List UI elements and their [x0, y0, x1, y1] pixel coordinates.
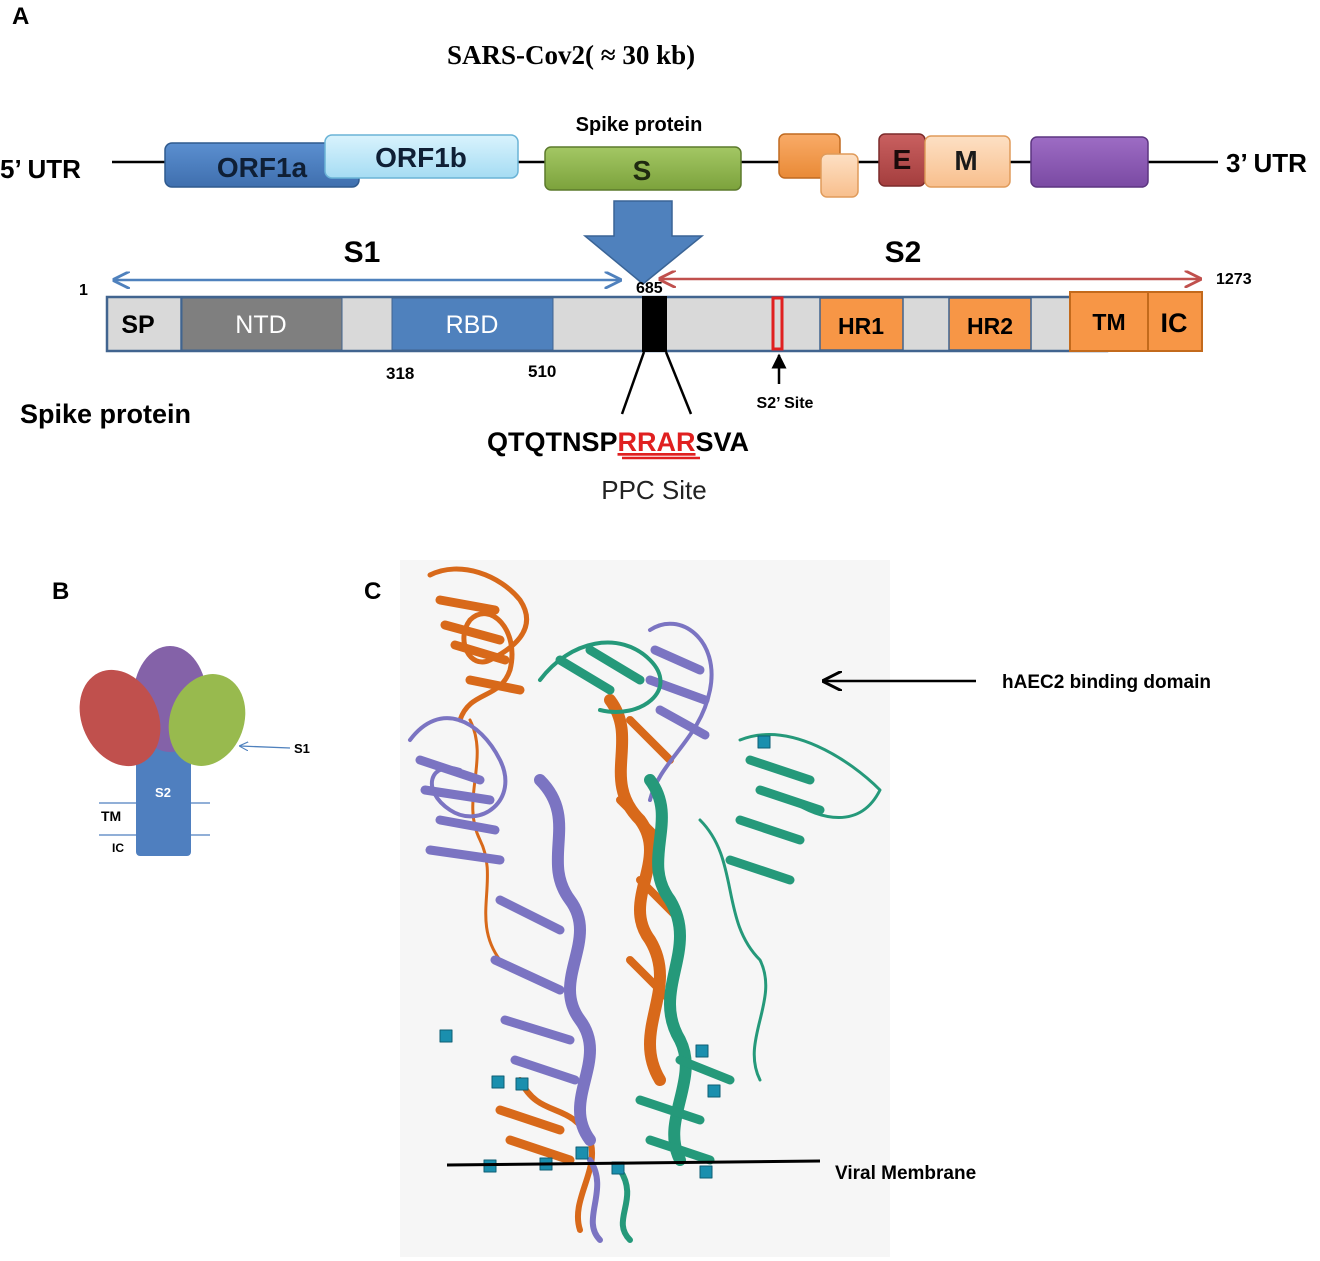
pos-start: 1: [79, 282, 88, 299]
s2prime-marker: [771, 296, 784, 351]
ppc-site-label: PPC Site: [601, 475, 707, 505]
orf3-genes: [778, 133, 859, 198]
domain-sp-label: SP: [121, 311, 154, 339]
domain-hr1-label: HR1: [838, 313, 884, 339]
seq-suffix: SVA: [696, 427, 750, 457]
s2-stalk: [136, 734, 191, 856]
m-gene-label: M: [954, 145, 977, 176]
spike-domain-bar: [105, 291, 1203, 353]
domain-ntd-label: NTD: [235, 311, 286, 339]
s2-region-label: S2: [885, 236, 922, 269]
spike-gene-caption: Spike protein: [576, 114, 703, 136]
ppc-callout-left: [620, 351, 646, 415]
pos-end: 1273: [1216, 271, 1252, 288]
viral-membrane-line: [446, 1159, 821, 1167]
s1-pointer: [240, 746, 291, 748]
domain-ic-label: IC: [1161, 308, 1188, 338]
seq-prefix: QTQTNSP: [487, 427, 618, 457]
expand-arrow: [582, 200, 705, 285]
ppc-sequence: QTQTNSPRRARSVA: [487, 427, 749, 457]
panel-c-label: C: [364, 578, 381, 605]
spike-schematic: [79, 646, 291, 856]
binding-domain-label: hAEC2 binding domain: [1002, 672, 1211, 693]
spike-protein-label: Spike protein: [20, 399, 191, 429]
cleavage-site: [642, 296, 667, 352]
s1-region-label: S1: [344, 236, 381, 269]
s-gene-label: S: [633, 155, 652, 186]
schematic-tm-label: TM: [101, 808, 121, 824]
s-gene: S: [544, 146, 742, 191]
ppc-callout-right: [664, 351, 693, 415]
s1-lobe-green: [168, 674, 246, 766]
orf1a-label: ORF1a: [217, 152, 308, 183]
domain-rbd-label: RBD: [446, 311, 499, 339]
seq-furin-site: RRAR: [618, 427, 696, 457]
orf1b-label: ORF1b: [375, 142, 467, 173]
pos-318: 318: [386, 364, 414, 383]
schematic-s2-label: S2: [155, 785, 171, 800]
pos-510: 510: [528, 362, 556, 381]
orf1b-gene: ORF1b: [324, 134, 519, 179]
schematic-ic-label: IC: [112, 841, 124, 855]
schematic-s1-label: S1: [294, 741, 310, 756]
orf1a-gene: ORF1a: [164, 142, 360, 188]
spike-trimer-structure: [408, 566, 882, 1243]
chain-orange: [427, 566, 684, 1233]
domain-tm-label: TM: [1092, 309, 1125, 335]
viral-membrane-label: Viral Membrane: [835, 1163, 976, 1184]
domain-hr2: [948, 297, 1032, 351]
e-gene: E: [878, 133, 926, 187]
domain-ntd: [181, 297, 343, 351]
panel-a-label: A: [12, 3, 29, 30]
genome-title: SARS-Cov2( ≈ 30 kb): [447, 40, 695, 70]
pos-cleavage: 685: [636, 280, 663, 297]
chain-teal: [538, 640, 882, 1243]
domain-hr2-label: HR2: [967, 313, 1013, 339]
e-gene-label: E: [893, 144, 912, 175]
n-gene: [1030, 136, 1149, 188]
s1-lobe-red: [79, 669, 161, 767]
panel-b-label: B: [52, 578, 69, 605]
domain-rbd: [391, 297, 554, 351]
domain-ic: [1147, 291, 1203, 352]
domain-hr1: [819, 297, 904, 351]
m-gene: M: [924, 135, 1011, 188]
s2prime-label: S2’ Site: [757, 395, 814, 412]
utr5-label: 5’ UTR: [0, 154, 81, 184]
chain-purple: [408, 621, 714, 1243]
utr3-label: 3’ UTR: [1226, 148, 1307, 178]
